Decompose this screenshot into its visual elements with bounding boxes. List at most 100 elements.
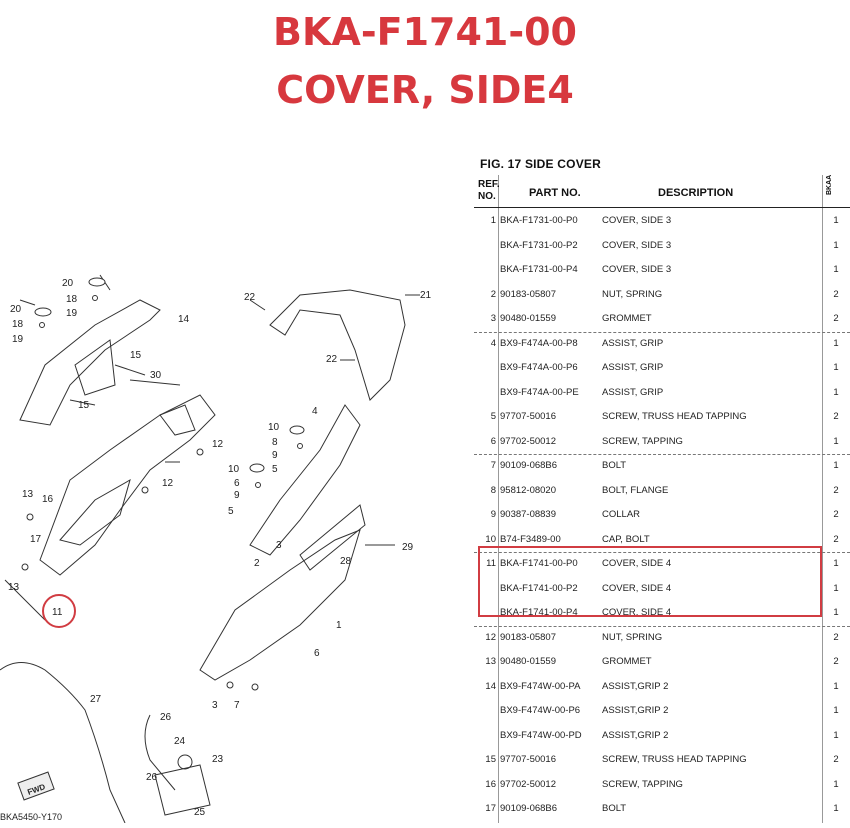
cell-part-no: 90387-08839 xyxy=(500,509,556,520)
callout-22a: 22 xyxy=(244,292,256,303)
callout-12a: 12 xyxy=(212,439,224,450)
cell-qty: 2 xyxy=(833,656,839,667)
cell-description: CAP, BOLT xyxy=(602,533,650,545)
callout-13b: 13 xyxy=(8,582,20,593)
group-separator xyxy=(474,454,850,455)
callout-22b: 22 xyxy=(326,354,338,365)
cell-part-no: BX9-F474W-00-P6 xyxy=(500,705,581,716)
tube-shape xyxy=(0,662,126,824)
callout-3a: 3 xyxy=(276,540,282,551)
callout-11-highlight-circle xyxy=(42,594,76,628)
cell-qty: 1 xyxy=(833,362,839,373)
callout-21: 21 xyxy=(420,290,432,301)
side-cover-3-shape xyxy=(249,404,361,556)
cell-part-no: BKA-F1731-00-P2 xyxy=(500,239,578,251)
cell-description: GROMMET xyxy=(602,656,652,667)
side-cover-4-shape xyxy=(39,394,216,576)
cell-description: ASSIST,GRIP 2 xyxy=(602,705,669,716)
cell-ref: 3 xyxy=(490,313,496,324)
callout-19a: 19 xyxy=(66,308,78,319)
cell-part-no: BX9-F474A-00-P6 xyxy=(500,362,578,373)
cell-part-no: B74-F3489-00 xyxy=(500,533,561,545)
callout-29: 29 xyxy=(402,542,414,553)
callout-7: 7 xyxy=(234,700,240,711)
cell-ref: 2 xyxy=(490,288,496,300)
cell-part-no: BX9-F474A-00-PE xyxy=(500,386,579,398)
cell-description: COVER, SIDE 4 xyxy=(602,558,672,569)
cell-qty: 1 xyxy=(833,435,839,447)
callout-6a: 6 xyxy=(234,478,240,489)
table-header: REF. NO. PART NO. DESCRIPTION BKAA xyxy=(474,175,850,208)
cell-qty: 1 xyxy=(833,264,839,275)
assist-grip-2-shape xyxy=(19,299,161,426)
group-separator xyxy=(474,331,850,333)
cell-ref: 1 xyxy=(490,215,496,226)
cell-ref: 4 xyxy=(490,337,496,349)
figure-title: FIG. 17 SIDE COVER xyxy=(480,157,601,171)
callout-9b: 9 xyxy=(234,490,240,501)
table-row: BKA-F1731-00-P2 COVER, SIDE 3 1 xyxy=(474,234,850,259)
callout-10b: 10 xyxy=(228,464,240,475)
header-description: DESCRIPTION xyxy=(658,187,734,199)
cell-description: COVER, SIDE 3 xyxy=(602,239,672,251)
cell-qty: 1 xyxy=(833,239,839,251)
table-row: BX9-F474A-00-P6 ASSIST, GRIP 1 xyxy=(474,356,850,381)
group-separator xyxy=(474,625,850,627)
cell-description: COVER, SIDE 3 xyxy=(602,215,672,226)
callout-3b: 3 xyxy=(212,700,218,711)
callout-14: 14 xyxy=(178,314,190,325)
cell-qty: 2 xyxy=(833,288,839,300)
cell-qty: 2 xyxy=(833,533,839,545)
cell-ref: 5 xyxy=(490,411,496,422)
callout-23: 23 xyxy=(212,754,224,765)
callout-15a: 15 xyxy=(130,350,142,361)
cell-part-no: 95812-08020 xyxy=(500,484,556,496)
header-model: BKAA xyxy=(826,174,833,195)
callout-10a: 10 xyxy=(268,422,280,433)
header-ref: REF. NO. xyxy=(478,179,500,202)
cell-part-no: BKA-F1741-00-P2 xyxy=(500,582,578,594)
cell-description: ASSIST, GRIP xyxy=(602,362,664,373)
cell-qty: 1 xyxy=(833,558,839,569)
cell-qty: 2 xyxy=(833,631,839,643)
cell-ref: 15 xyxy=(485,754,496,765)
part-name-title: COVER, SIDE4 xyxy=(276,68,574,112)
cell-description: ASSIST, GRIP xyxy=(602,386,664,398)
callout-16: 16 xyxy=(42,494,54,505)
cell-ref: 17 xyxy=(485,803,496,814)
cell-qty: 1 xyxy=(833,778,839,790)
cell-qty: 2 xyxy=(833,509,839,520)
cell-part-no: 90480-01559 xyxy=(500,656,556,667)
callout-20b: 20 xyxy=(10,304,22,315)
group-separator xyxy=(474,552,850,553)
cell-part-no: BKA-F1731-00-P4 xyxy=(500,264,578,275)
cell-part-no: BX9-F474W-00-PA xyxy=(500,680,581,692)
callout-26a: 26 xyxy=(160,712,172,723)
cell-qty: 1 xyxy=(833,386,839,398)
cell-qty: 1 xyxy=(833,460,839,471)
cell-description: BOLT xyxy=(602,803,627,814)
callout-26b: 26 xyxy=(146,772,158,783)
cell-ref: 7 xyxy=(490,460,496,471)
cell-part-no: 90109-068B6 xyxy=(500,803,558,814)
table-row: BX9-F474A-00-PE ASSIST, GRIP 1 xyxy=(474,381,850,406)
cell-description: NUT, SPRING xyxy=(602,631,663,643)
callout-1: 1 xyxy=(336,620,342,631)
cell-ref: 12 xyxy=(485,631,496,643)
callout-11: 11 xyxy=(52,607,63,618)
cell-ref: 10 xyxy=(485,533,496,545)
